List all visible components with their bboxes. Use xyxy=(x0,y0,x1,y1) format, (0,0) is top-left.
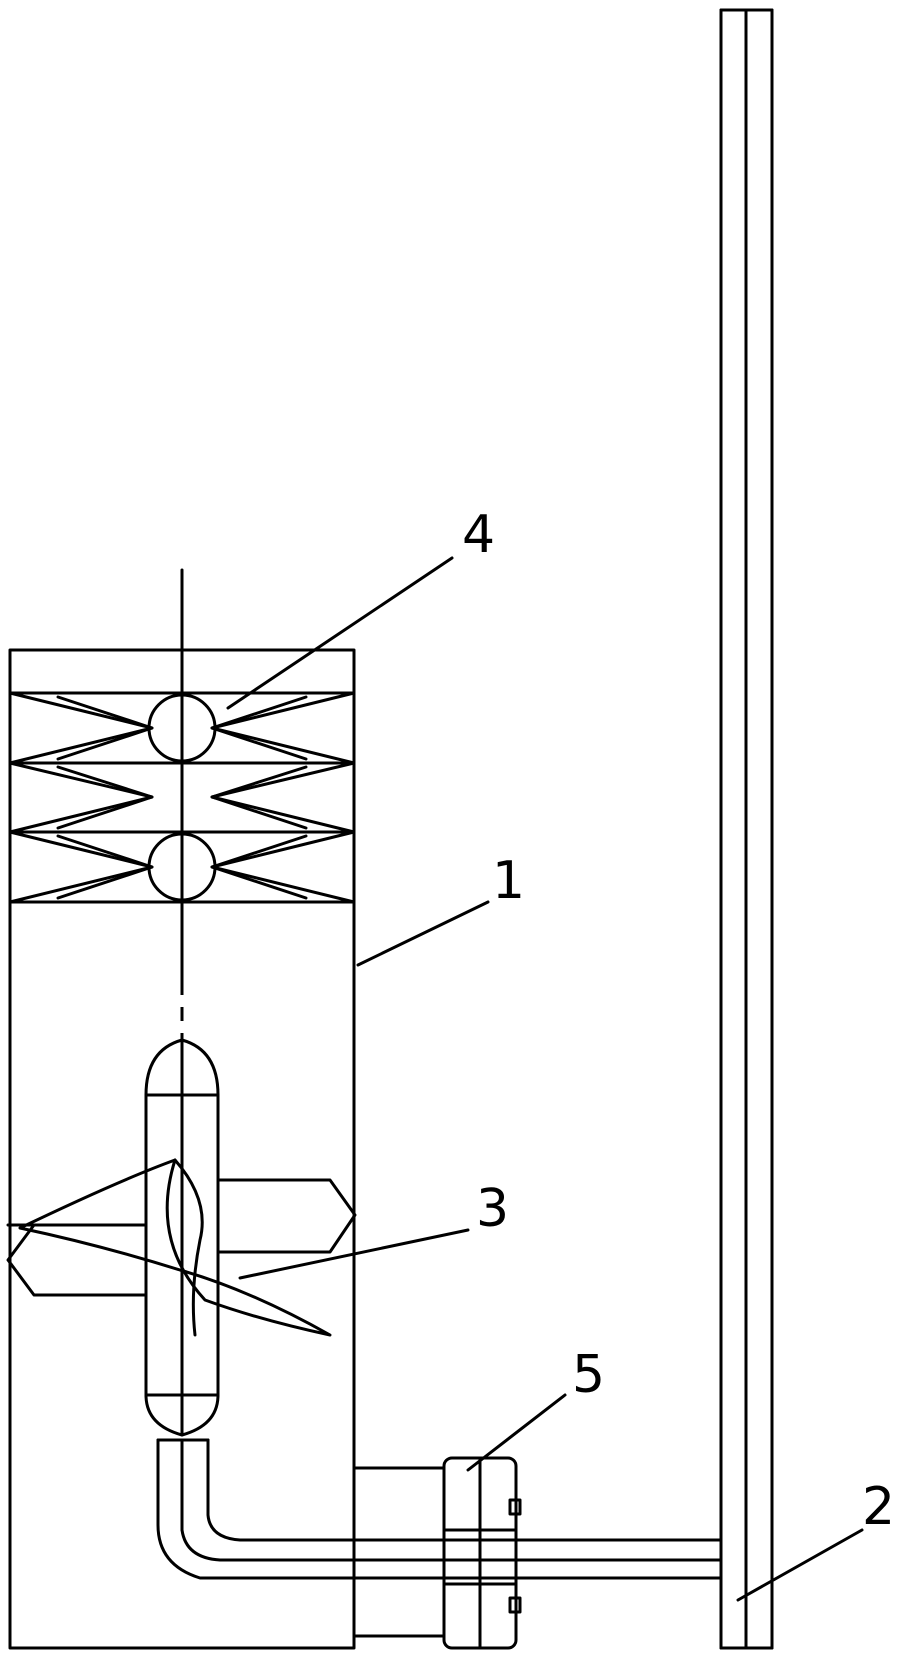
label-flange: 5 xyxy=(572,1345,605,1405)
label-housing: 1 xyxy=(492,851,525,911)
leader-lines xyxy=(226,556,864,1602)
elbow-pipe xyxy=(156,1438,723,1580)
flange-assembly xyxy=(352,1456,522,1650)
label-bearing: 4 xyxy=(462,505,495,565)
vertical-pipe xyxy=(719,8,774,1650)
impeller-assembly xyxy=(6,1038,357,1437)
label-pipe: 2 xyxy=(862,1477,895,1537)
label-impeller: 3 xyxy=(476,1179,509,1239)
part-labels: 4 1 3 2 5 xyxy=(462,505,895,1537)
